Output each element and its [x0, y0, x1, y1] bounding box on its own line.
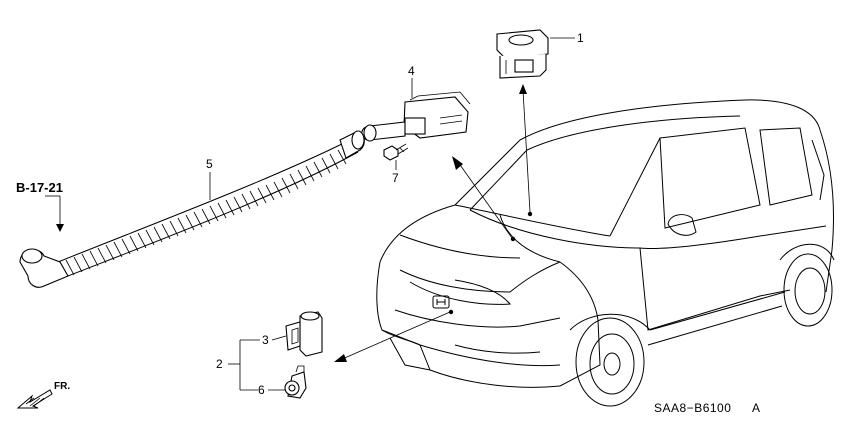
part-3-sensor — [285, 311, 323, 357]
front-direction-indicator: FR. — [16, 381, 70, 409]
vehicle-outline — [376, 99, 835, 407]
reference-pointer — [45, 195, 64, 232]
callout-6: 6 — [258, 383, 265, 397]
callout-2: 2 — [216, 357, 223, 371]
part-7-bolt — [383, 143, 409, 161]
callout-4: 4 — [408, 64, 415, 78]
diagram-code-suffix: A — [752, 401, 761, 415]
leaders-2-3-6 — [228, 335, 287, 391]
callout-7: 7 — [392, 171, 399, 185]
callout-3: 3 — [262, 333, 269, 347]
part-5-tube — [19, 130, 365, 288]
diagram-code: SAA8−B6100 — [654, 401, 731, 415]
part-6-sensor — [284, 365, 307, 399]
part-4-sensor — [361, 91, 471, 142]
location-arrows — [334, 84, 533, 362]
reference-label: B-17-21 — [16, 180, 63, 195]
front-label: FR. — [54, 381, 70, 392]
callout-5: 5 — [206, 157, 213, 171]
callout-1: 1 — [577, 31, 584, 45]
part-1-switch — [496, 29, 549, 79]
